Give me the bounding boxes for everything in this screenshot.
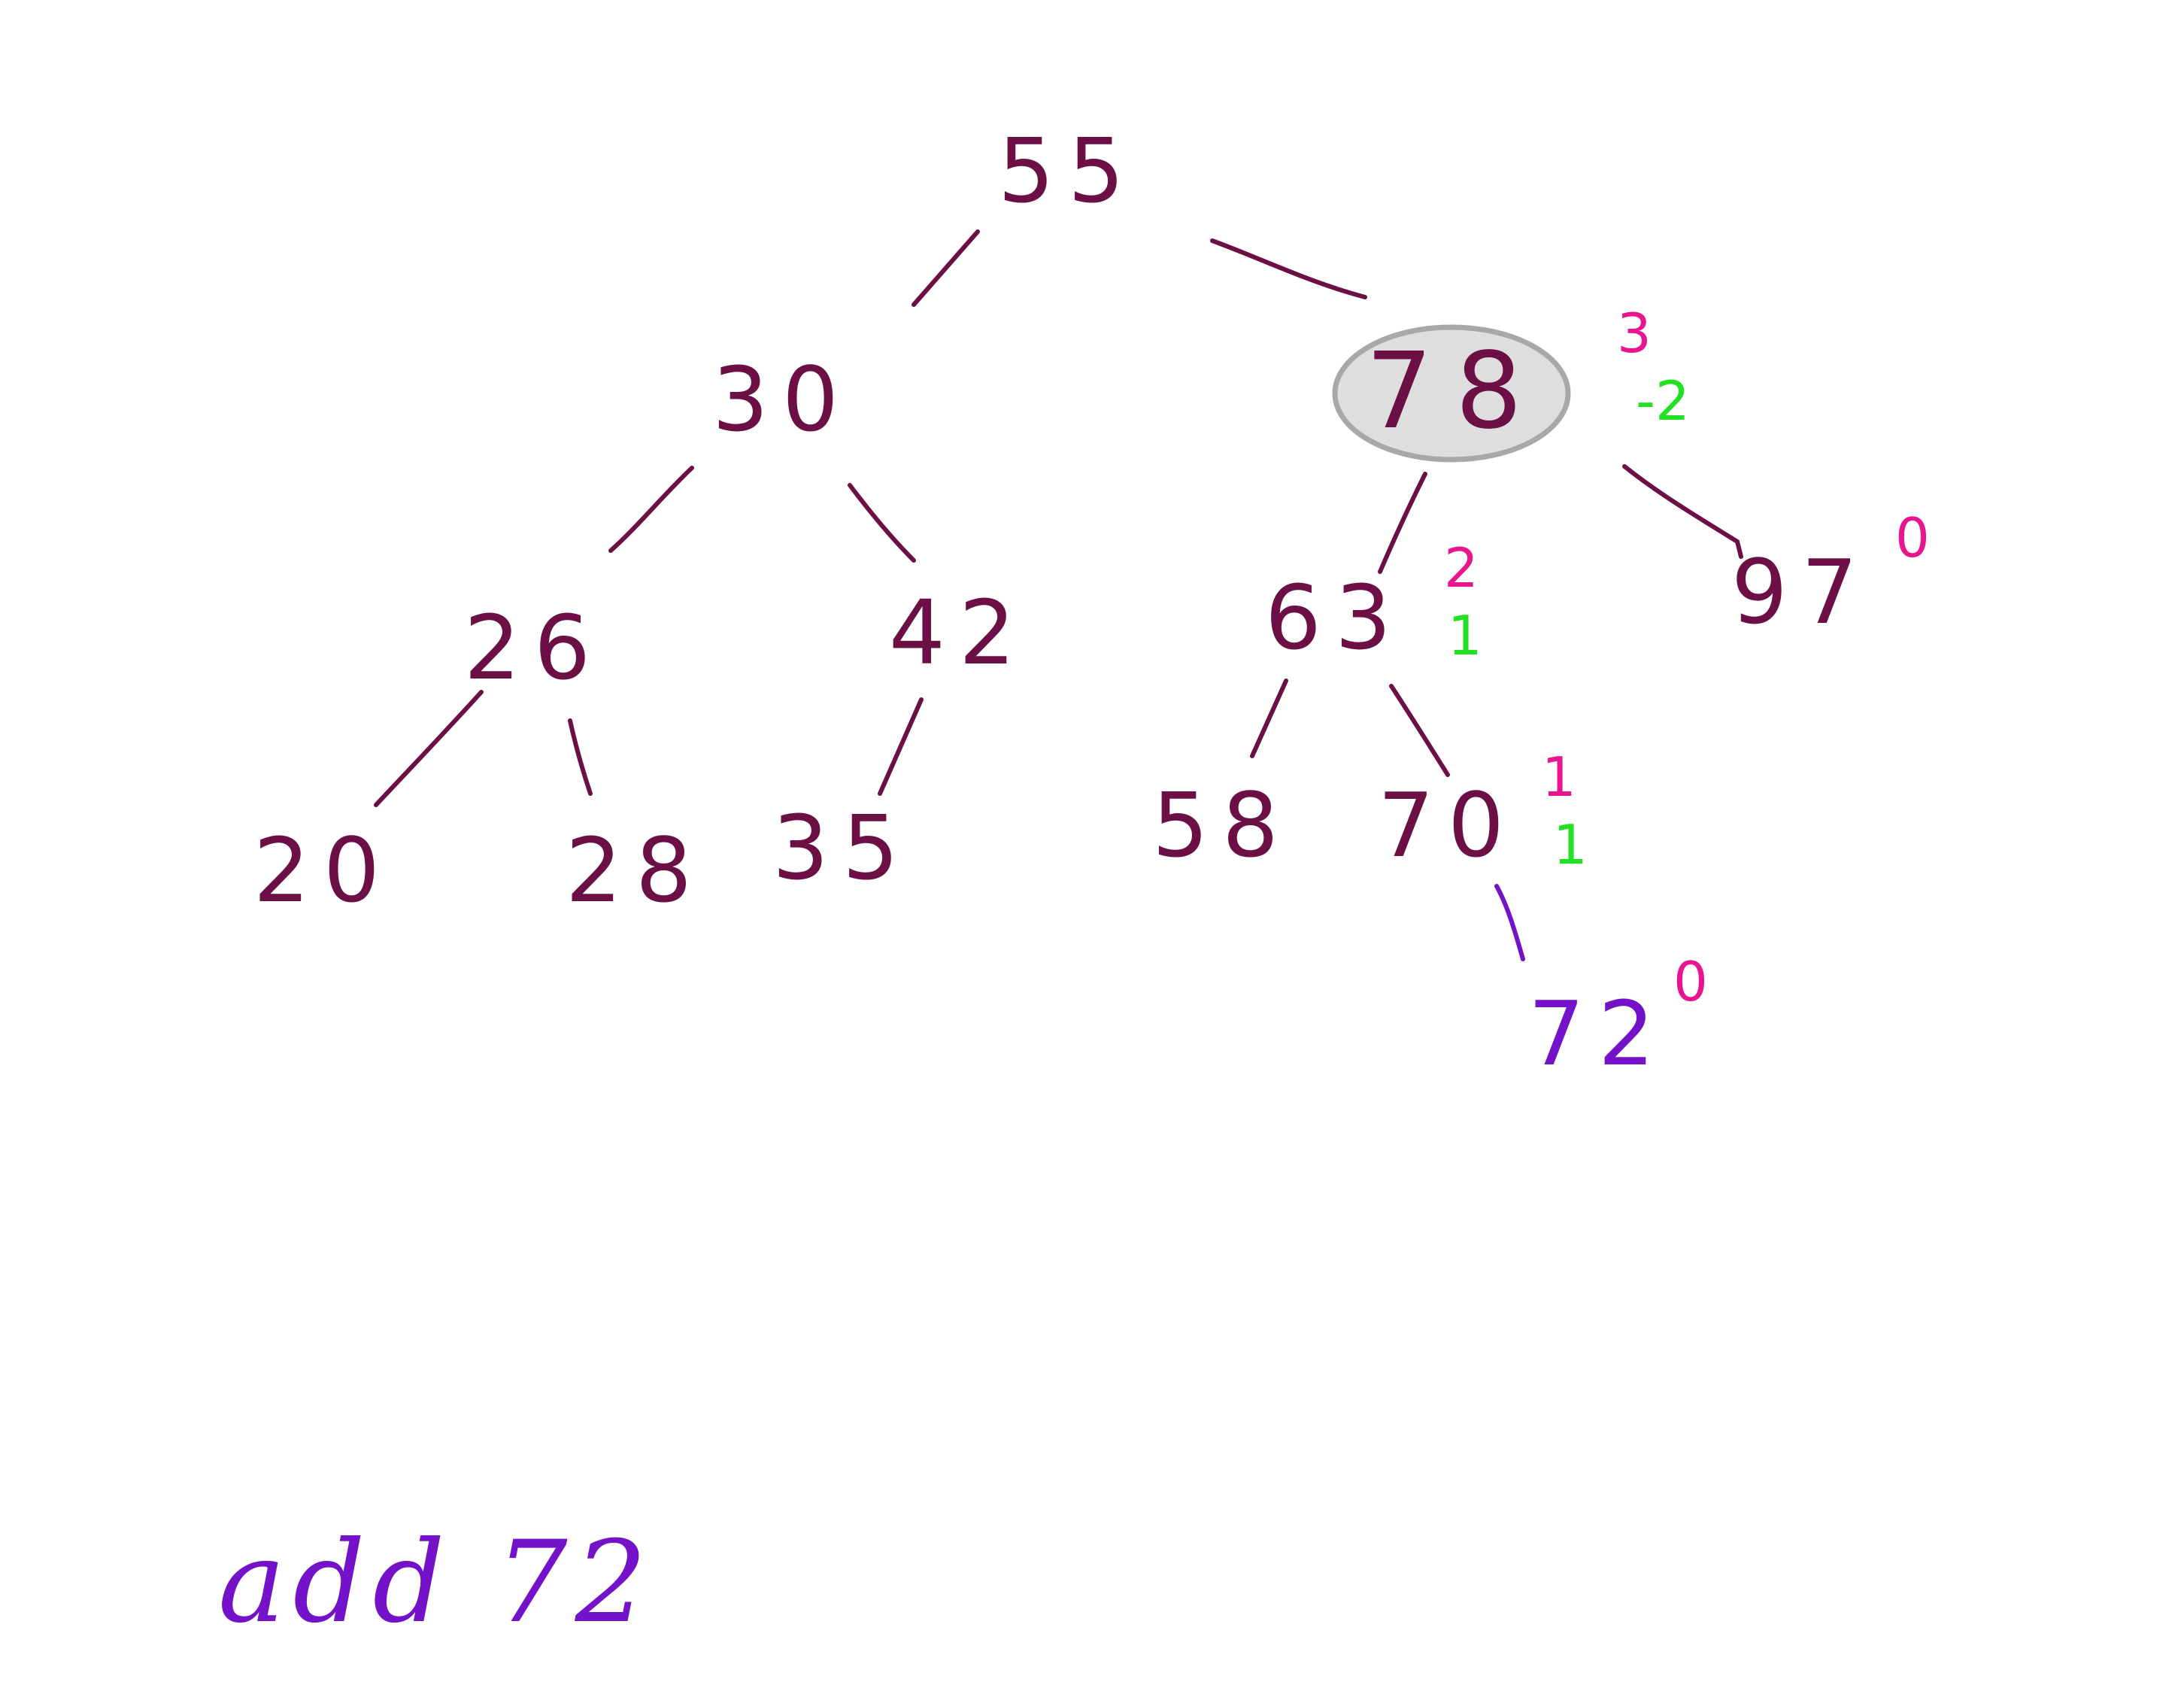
balance-label-63: 1 [1448, 604, 1482, 667]
edge-n63-n58 [1250, 679, 1288, 758]
height-label-63: 2 [1444, 536, 1479, 600]
node-70: 70 [1378, 773, 1518, 877]
balance-label-78: -2 [1636, 369, 1690, 433]
edge-n55-n78 [1210, 238, 1367, 299]
edge-n26-n28 [568, 718, 593, 796]
edge-n70-n72 [1494, 884, 1525, 961]
height-label-78: 3 [1617, 302, 1652, 365]
highlight-ellipse-78 [1332, 324, 1571, 463]
node-26: 26 [464, 596, 604, 700]
caption-add-72: add 72 [218, 1517, 654, 1648]
edge-n26-n20 [374, 690, 484, 807]
node-58: 58 [1152, 773, 1292, 877]
edge-n42-n35 [878, 697, 924, 796]
node-42: 42 [889, 581, 1029, 685]
node-97: 97 [1731, 540, 1871, 644]
node-78: 78 [1366, 330, 1545, 453]
height-label-72: 0 [1673, 950, 1708, 1013]
edge-n78-n63 [1378, 472, 1427, 574]
node-35: 35 [772, 796, 912, 900]
node-63: 63 [1265, 566, 1405, 669]
edge-n30-n26 [608, 466, 694, 553]
tree-edges [374, 229, 1743, 961]
height-label-70: 1 [1542, 745, 1576, 809]
node-72: 72 [1528, 982, 1668, 1085]
node-20: 20 [253, 818, 393, 922]
node-30: 30 [712, 348, 852, 451]
node-28: 28 [566, 818, 705, 922]
edge-n30-n42 [848, 483, 916, 563]
balance-label-70: 1 [1553, 813, 1588, 876]
height-label-97: 0 [1895, 506, 1930, 569]
node-55: 55 [998, 119, 1138, 223]
edge-n63-n70 [1389, 684, 1450, 777]
highlights [1332, 324, 1571, 463]
edge-n55-n30 [912, 229, 980, 307]
edge-n78-n97 [1622, 464, 1743, 559]
